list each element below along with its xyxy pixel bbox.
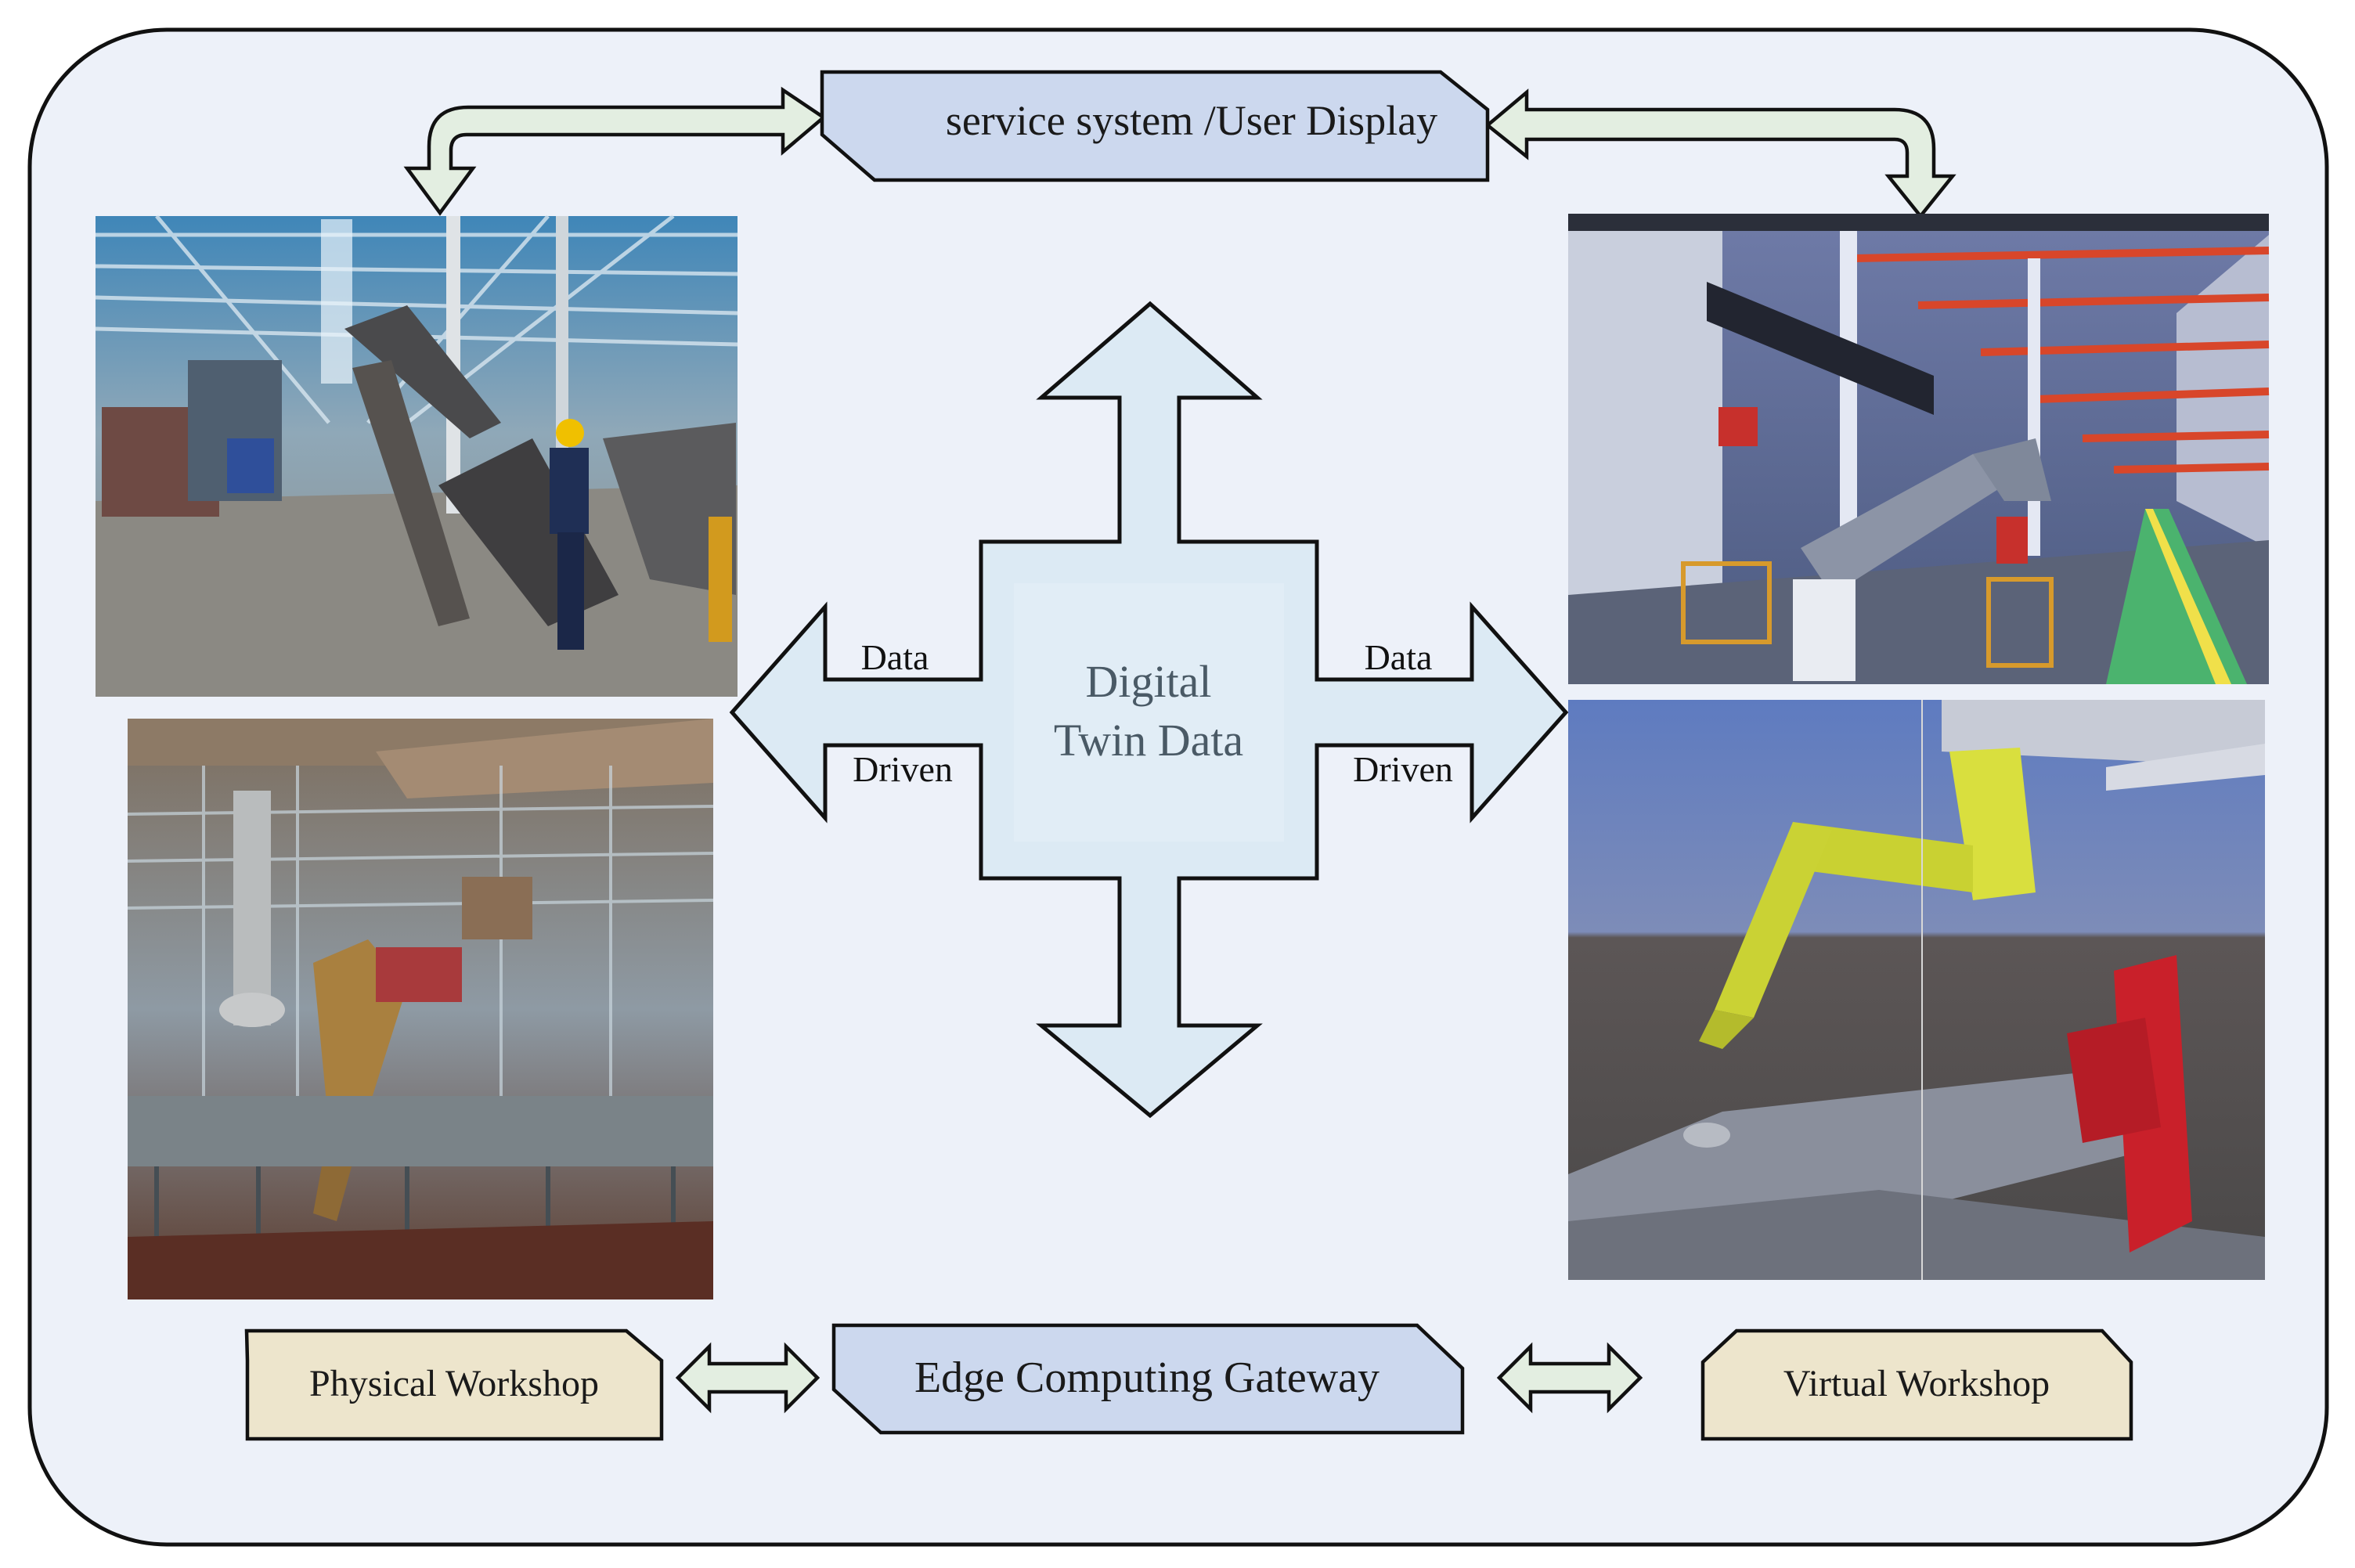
physical-workshop-box: Physical Workshop <box>244 1328 664 1441</box>
service-system-label: service system /User Display <box>946 97 1437 144</box>
service-right-connector-arrow <box>1484 88 1956 219</box>
virtual-workshop-render-top <box>1568 214 2270 684</box>
physical-workshop-photo-top <box>95 214 738 697</box>
service-system-box: service system /User Display <box>820 70 1490 182</box>
right-driven-label: Driven <box>1353 749 1453 789</box>
gateway-virtual-double-arrow <box>1496 1342 1643 1414</box>
digital-twin-label-line2: Twin Data <box>1054 715 1243 766</box>
digital-twin-label-line1: Digital <box>1085 656 1211 707</box>
left-data-label: Data <box>861 637 929 677</box>
edge-computing-gateway-label: Edge Computing Gateway <box>914 1354 1379 1402</box>
right-data-label: Data <box>1365 637 1433 677</box>
left-driven-label: Driven <box>853 749 953 789</box>
digital-twin-cross-arrow: Digital Twin Data Data Driven Data Drive… <box>729 301 1569 1119</box>
service-left-connector-arrow <box>403 86 827 216</box>
edge-computing-gateway-box: Edge Computing Gateway <box>831 1323 1465 1435</box>
physical-gateway-double-arrow <box>675 1342 820 1414</box>
physical-workshop-photo-bottom <box>127 719 714 1299</box>
virtual-workshop-label: Virtual Workshop <box>1783 1363 2050 1404</box>
physical-workshop-label: Physical Workshop <box>309 1363 599 1404</box>
virtual-workshop-render-bottom <box>1568 700 2265 1280</box>
virtual-workshop-box: Virtual Workshop <box>1700 1328 2133 1441</box>
